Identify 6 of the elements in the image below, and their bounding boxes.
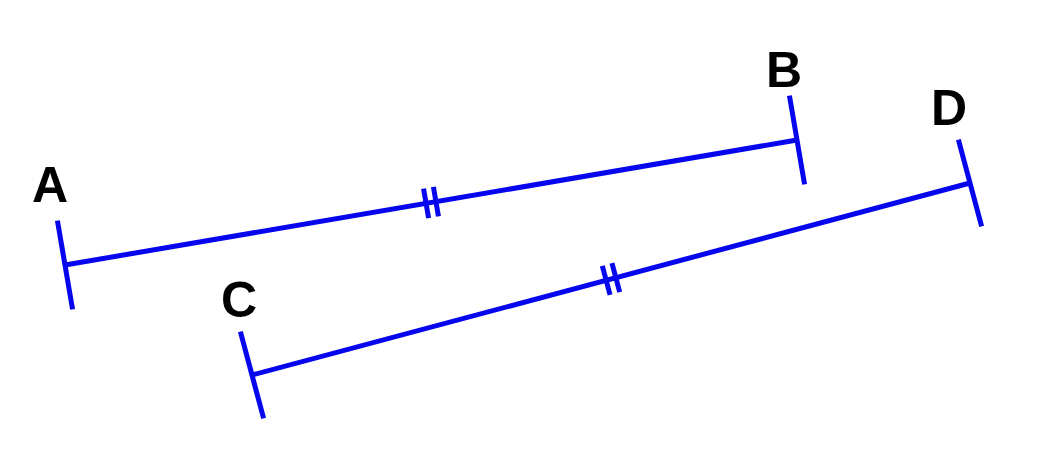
- line-segment: [54, 93, 808, 312]
- point-label: B: [766, 45, 803, 95]
- point-label: D: [931, 83, 968, 133]
- point-label: C: [221, 275, 258, 325]
- point-label: A: [32, 160, 69, 210]
- line-segment: [237, 137, 985, 421]
